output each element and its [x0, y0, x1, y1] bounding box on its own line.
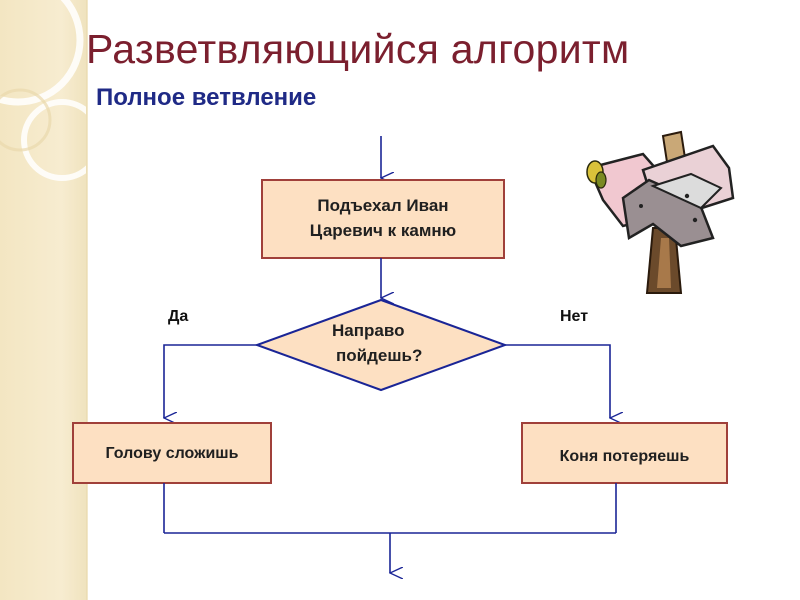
decision-line-2: пойдешь?: [336, 346, 423, 365]
decorative-circles: [0, 0, 88, 181]
decorative-side-band: [0, 0, 88, 600]
yes-outcome-box: [72, 422, 272, 484]
yes-label: Да: [168, 308, 189, 325]
decision-line-1: Направо: [332, 321, 405, 340]
slide-title: Разветвляющийся алгоритм: [86, 26, 630, 72]
start-box-text: Подъехал Иван Царевич к камню: [262, 193, 504, 243]
start-box-line-2: Царевич к камню: [309, 221, 457, 240]
no-outcome-box: [521, 422, 728, 484]
slide-subtitle: Полное ветвление: [96, 84, 317, 111]
yes-outcome-text: Голову сложишь: [105, 445, 239, 462]
decision-diamond: [254, 298, 508, 392]
side-band-edge: [86, 0, 88, 600]
start-process-box: [261, 179, 505, 259]
no-label: Нет: [560, 308, 589, 325]
no-branch-line: [505, 344, 610, 418]
start-box-line-1: Подъехал Иван: [317, 196, 449, 215]
yes-branch-line: [164, 344, 257, 418]
signpost-illustration: [586, 130, 735, 294]
no-outcome-text: Коня потеряешь: [559, 448, 690, 465]
decision-text: Направо пойдешь?: [318, 318, 448, 368]
